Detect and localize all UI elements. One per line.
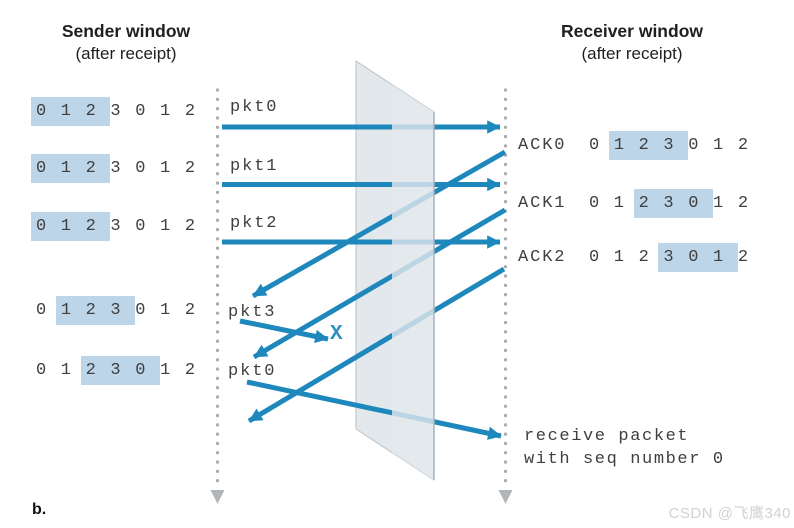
ack1-label: ACK1 [518, 194, 567, 213]
sender-window-title: Sender window [61, 21, 191, 41]
sender-seq-row: 0 1 2 3 0 1 2 [31, 154, 198, 183]
sender-timeline-arrowhead [210, 490, 225, 504]
receiver-window-header: Receiver window (after receipt) [532, 19, 732, 65]
receiver-window-title: Receiver window [561, 21, 703, 41]
seq-window: 0 1 2 [31, 154, 111, 183]
sender-window-subtitle: (after receipt) [75, 44, 177, 63]
seq-post: 3 0 1 2 [110, 159, 198, 178]
seq-pre: 0 [36, 301, 61, 320]
receiver-seq: 0 1 2 3 0 1 2 [589, 189, 751, 218]
receive-note-line1: receive packet [524, 427, 690, 446]
ack2-label: ACK2 [518, 248, 567, 267]
seq-window: 2 3 0 [80, 356, 161, 385]
ack0-label: ACK0 [518, 136, 567, 155]
seq-window: 1 2 3 [55, 296, 136, 325]
receiver-timeline-arrowhead [498, 490, 513, 504]
ack2-arrow [247, 266, 506, 424]
ack0-arrow [251, 149, 507, 299]
receiver-ack-row: ACK2 0 1 2 3 0 1 2 [518, 243, 788, 272]
loss-wall-glass-overlay [392, 84, 434, 480]
seq-post: 2 [737, 248, 751, 267]
receive-note-line2: with seq number 0 [524, 449, 725, 469]
seq-post: 3 0 1 2 [110, 102, 198, 121]
seq-post: 1 2 [160, 361, 198, 380]
sender-seq-row: 0 1 2 3 0 1 2 [31, 97, 198, 126]
sender-seq-row: 0 1 2 3 0 1 2 [31, 212, 198, 241]
receiver-ack-row: ACK1 0 1 2 3 0 1 2 [518, 189, 788, 218]
seq-window: 1 2 3 [608, 131, 689, 160]
pkt3-label: pkt3 [228, 303, 277, 322]
pkt2-label: pkt2 [230, 214, 279, 233]
sender-seq-row: 0 1 2 3 0 1 2 [36, 296, 198, 325]
receive-note: receive packet with seq number 0 [524, 426, 725, 471]
seq-pre: 0 1 [36, 361, 86, 380]
sender-window-header: Sender window (after receipt) [26, 19, 226, 65]
pkt0-retransmit-label: pkt0 [228, 362, 277, 381]
pkt1-label: pkt1 [230, 157, 279, 176]
seq-window: 0 1 2 [31, 97, 111, 126]
seq-post: 3 0 1 2 [110, 217, 198, 236]
seq-post: 0 1 2 [688, 136, 751, 155]
receiver-seq: 0 1 2 3 0 1 2 [589, 131, 751, 160]
receiver-seq: 0 1 2 3 0 1 2 [589, 243, 751, 272]
pkt3-lost-arrow [239, 318, 329, 344]
seq-pre: 0 1 [589, 194, 639, 213]
seq-window: 3 0 1 [658, 243, 738, 272]
watermark: CSDN @飞鹰340 [668, 505, 791, 522]
seq-post: 1 2 [713, 194, 751, 213]
pkt0-label: pkt0 [230, 98, 279, 117]
seq-window: 0 1 2 [31, 212, 111, 241]
seq-pre: 0 [589, 136, 614, 155]
receiver-ack-row: ACK0 0 1 2 3 0 1 2 [518, 131, 788, 160]
receiver-window-subtitle: (after receipt) [581, 44, 683, 63]
seq-window: 2 3 0 [633, 189, 714, 218]
figure-part-label: b. [32, 501, 47, 518]
pkt0-retransmit-arrow [246, 379, 502, 440]
seq-pre: 0 1 2 [589, 248, 664, 267]
sender-seq-row: 0 1 2 3 0 1 2 [36, 356, 198, 385]
packet-loss-x-marker: X [330, 323, 343, 346]
seq-post: 0 1 2 [135, 301, 198, 320]
